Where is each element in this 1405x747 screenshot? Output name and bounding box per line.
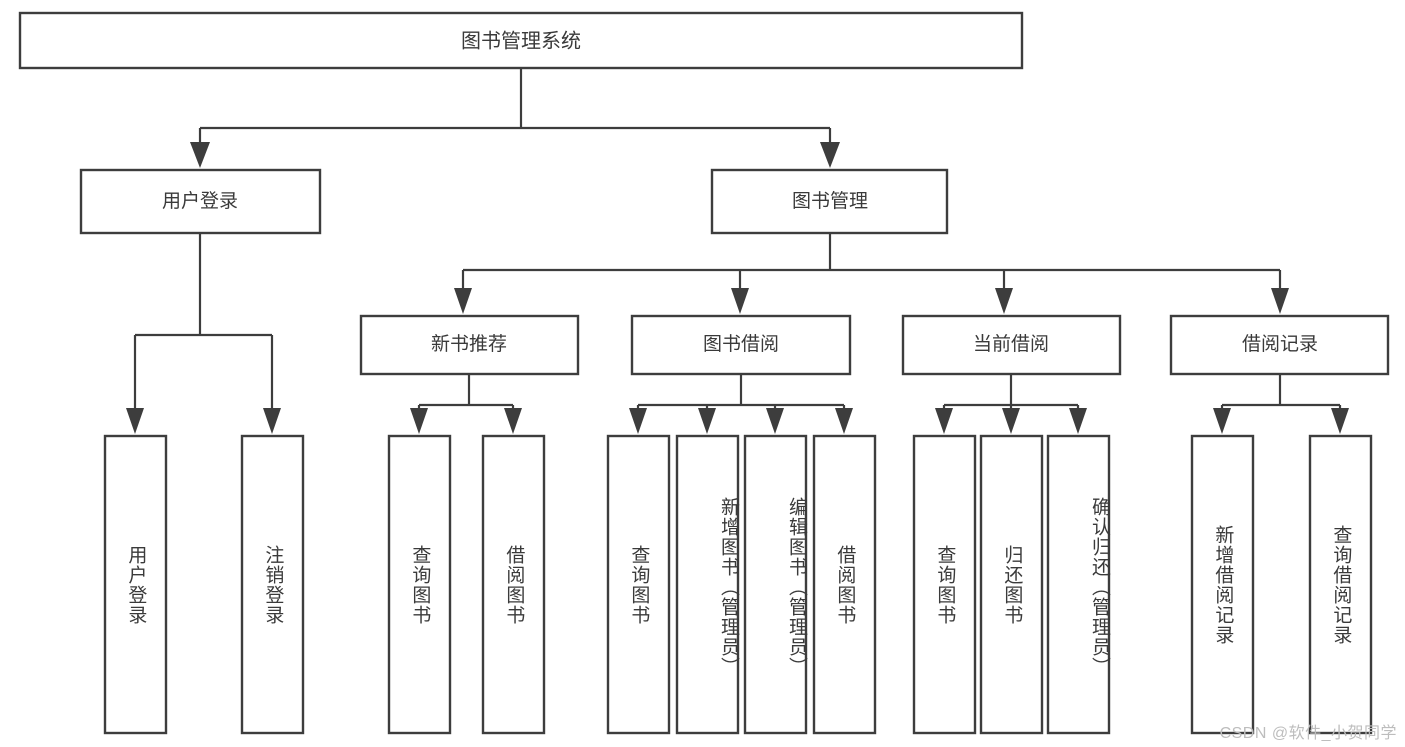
arrowhead-leaf-bb-borrow <box>835 408 853 434</box>
leaf-box-cb-query-book[interactable] <box>912 434 977 735</box>
leaf-box-br-add-record[interactable] <box>1190 434 1255 735</box>
arrowhead-leaf-cb-return <box>1002 408 1020 434</box>
node-book-borrow[interactable]: 图书借阅 <box>630 314 852 376</box>
node-root-label: 图书管理系统 <box>461 29 581 52</box>
node-book-borrow-label: 图书借阅 <box>703 333 779 355</box>
node-book-manage-label: 图书管理 <box>792 190 868 212</box>
node-current-borrow[interactable]: 当前借阅 <box>901 314 1122 376</box>
arrowhead-borrow-record <box>1271 288 1289 314</box>
arrowhead-leaf-cb-query <box>935 408 953 434</box>
leaf-box-br-query-record[interactable] <box>1308 434 1373 735</box>
leaf-box-bb-add-book[interactable] <box>675 434 740 735</box>
node-user-login[interactable]: 用户登录 <box>79 168 322 235</box>
arrowhead-leaf-br-add <box>1213 408 1231 434</box>
leaf-box-bb-edit-book[interactable] <box>743 434 808 735</box>
arrowhead-leaf-bb-query <box>629 408 647 434</box>
arrowhead-new-book <box>454 288 472 314</box>
node-borrow-record-label: 借阅记录 <box>1242 333 1318 355</box>
arrowhead-leaf-bb-edit <box>766 408 784 434</box>
arrowhead-current-borrow <box>995 288 1013 314</box>
arrowhead-leaf-user-login <box>126 408 144 434</box>
arrowhead-leaf-nb-borrow <box>504 408 522 434</box>
leaf-box-logout[interactable] <box>240 434 305 735</box>
arrowhead-leaf-nb-query <box>410 408 428 434</box>
leaf-box-cb-confirm-return[interactable] <box>1046 434 1111 735</box>
leaf-box-nb-query-book[interactable] <box>387 434 452 735</box>
node-current-borrow-label: 当前借阅 <box>973 333 1049 355</box>
leaf-box-layer <box>103 434 1373 735</box>
leaf-box-bb-borrow-book[interactable] <box>812 434 877 735</box>
node-book-borrow-box[interactable] <box>630 314 852 376</box>
node-current-borrow-box[interactable] <box>901 314 1122 376</box>
arrowhead-leaf-bb-add <box>698 408 716 434</box>
connector-layer <box>126 68 1349 434</box>
node-root-box[interactable] <box>18 11 1024 70</box>
arrowhead-leaf-br-query <box>1331 408 1349 434</box>
node-user-login-label: 用户登录 <box>162 190 238 212</box>
arrowhead-leaf-logout <box>263 408 281 434</box>
arrowhead-leaf-cb-confirm <box>1069 408 1087 434</box>
node-user-login-box[interactable] <box>79 168 322 235</box>
node-book-manage[interactable]: 图书管理 <box>710 168 949 235</box>
leaf-box-bb-query-book[interactable] <box>606 434 671 735</box>
node-new-book-recommend-label: 新书推荐 <box>431 333 507 355</box>
leaf-box-user-login[interactable] <box>103 434 168 735</box>
node-new-book-recommend[interactable]: 新书推荐 <box>359 314 580 376</box>
arrowhead-user-login <box>190 142 210 168</box>
watermark: CSDN @软件_小贺同学 <box>1219 725 1397 742</box>
node-root[interactable]: 图书管理系统 <box>18 11 1024 70</box>
node-borrow-record-box[interactable] <box>1169 314 1390 376</box>
leaf-box-cb-return-book[interactable] <box>979 434 1044 735</box>
node-book-manage-box[interactable] <box>710 168 949 235</box>
node-borrow-record[interactable]: 借阅记录 <box>1169 314 1390 376</box>
arrowhead-book-manage <box>820 142 840 168</box>
arrowhead-book-borrow <box>731 288 749 314</box>
leaf-box-nb-borrow-book[interactable] <box>481 434 546 735</box>
node-new-book-recommend-box[interactable] <box>359 314 580 376</box>
